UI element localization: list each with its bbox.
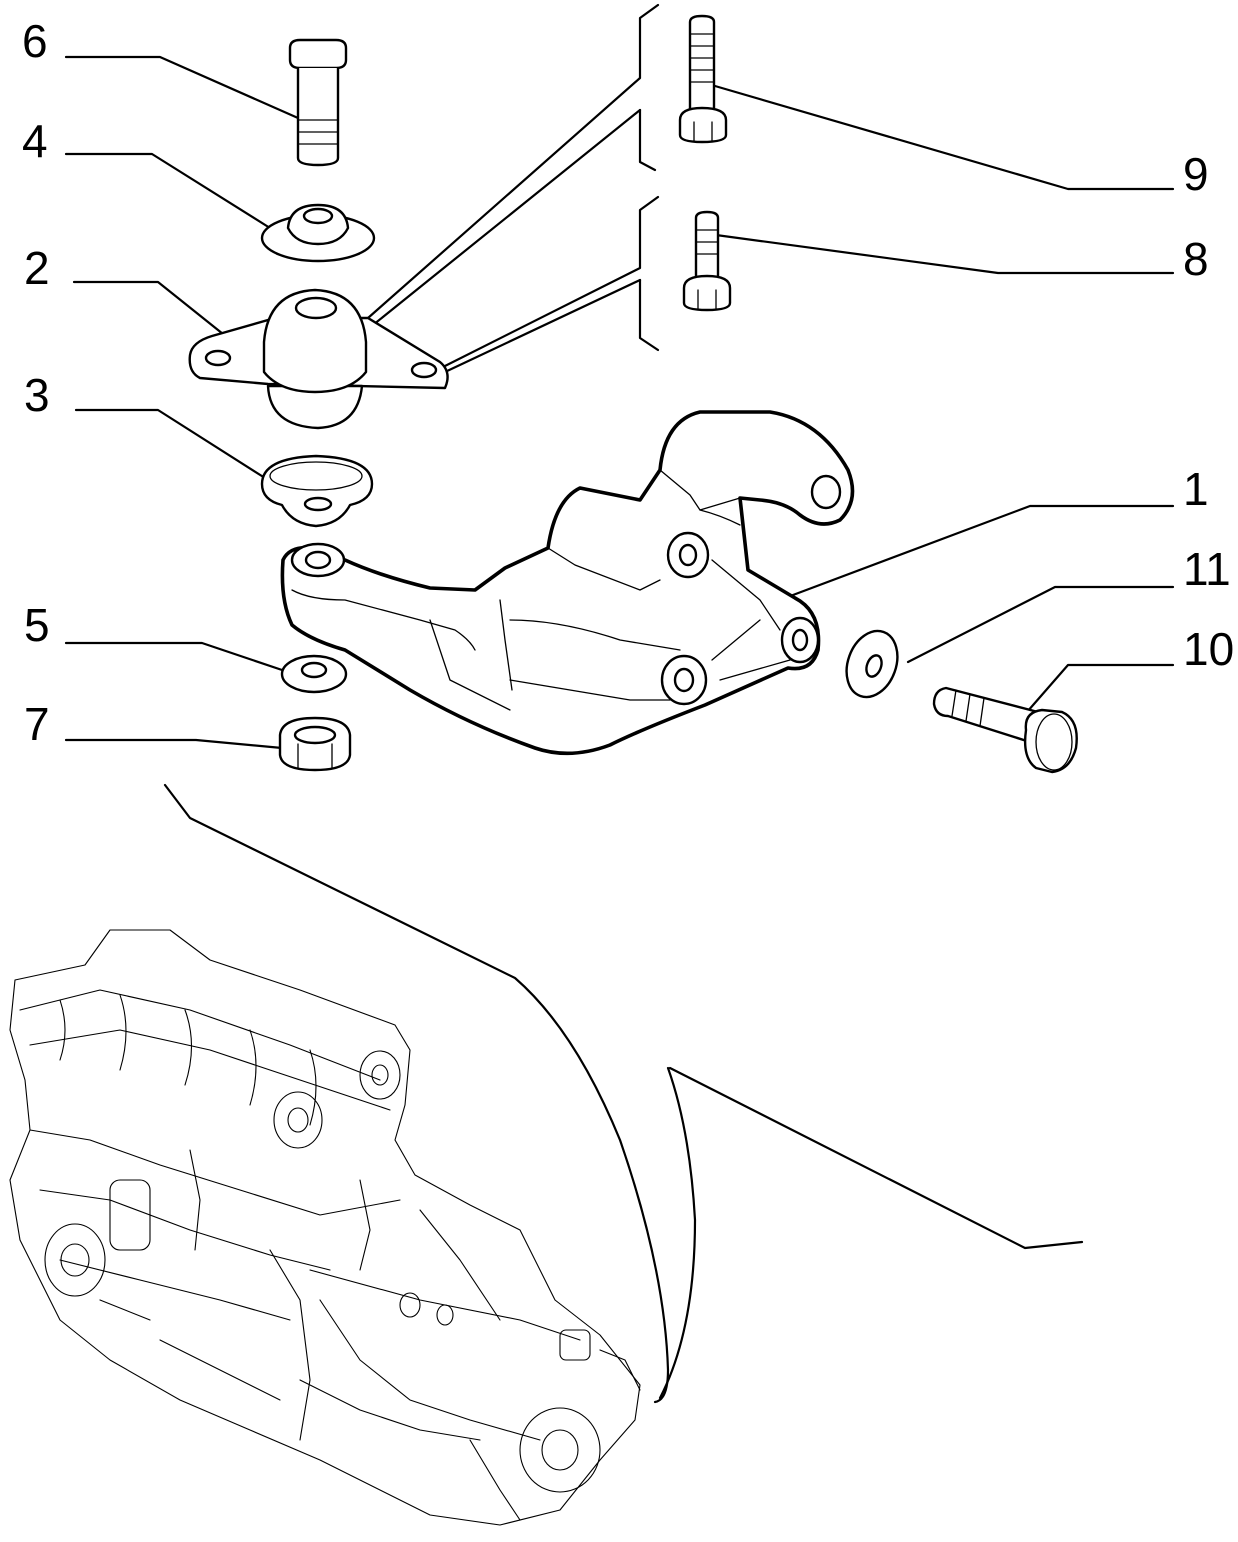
callout-10: 10 <box>1183 623 1234 675</box>
part-5-washer <box>280 654 348 694</box>
callout-6: 6 <box>22 15 48 67</box>
part-2-rubber-mount <box>188 288 449 430</box>
leader-7 <box>64 738 284 750</box>
callout-4: 4 <box>22 115 48 167</box>
callout-7: 7 <box>24 698 50 750</box>
part-1-support-bracket <box>280 410 855 756</box>
bolt-bracket-8-leg <box>443 278 642 374</box>
leader-10 <box>1025 663 1175 714</box>
callout-2: 2 <box>24 242 50 294</box>
bolt-bracket-8 <box>435 195 660 372</box>
callout-labels: 6 4 2 3 5 7 9 8 1 11 10 <box>22 15 1234 750</box>
part-10-bolt <box>932 686 1078 774</box>
callout-3: 3 <box>24 369 50 421</box>
engine-gearbox-assembly <box>9 929 641 1526</box>
leader-6 <box>64 55 300 120</box>
bolt-bracket-top <box>366 3 660 320</box>
location-indicator-lines <box>163 783 1084 1404</box>
leader-lines <box>64 3 1175 750</box>
bolt-bracket-8-low <box>638 278 660 352</box>
part-7-nut <box>278 716 352 772</box>
leader-8 <box>714 233 1175 275</box>
callout-11: 11 <box>1183 543 1231 595</box>
part-4-cup-washer <box>260 203 376 263</box>
part-6-bolt <box>288 38 348 167</box>
leader-1 <box>783 504 1175 600</box>
leader-5 <box>64 641 290 674</box>
bolt-bracket-upper-leg <box>371 108 642 327</box>
part-11-washer <box>845 629 899 699</box>
part-9-bolt <box>678 14 728 144</box>
callout-5: 5 <box>24 599 50 651</box>
leader-11 <box>906 585 1175 664</box>
bolt-bracket-9 <box>638 108 657 172</box>
callout-8: 8 <box>1183 233 1209 285</box>
leader-9 <box>713 84 1175 191</box>
part-3-lower-cup <box>260 454 374 528</box>
leader-3 <box>74 408 267 480</box>
leader-2 <box>72 280 230 340</box>
callout-9: 9 <box>1183 148 1209 200</box>
leader-4 <box>64 152 272 230</box>
part-8-bolt <box>682 210 732 312</box>
callout-1: 1 <box>1183 463 1209 515</box>
